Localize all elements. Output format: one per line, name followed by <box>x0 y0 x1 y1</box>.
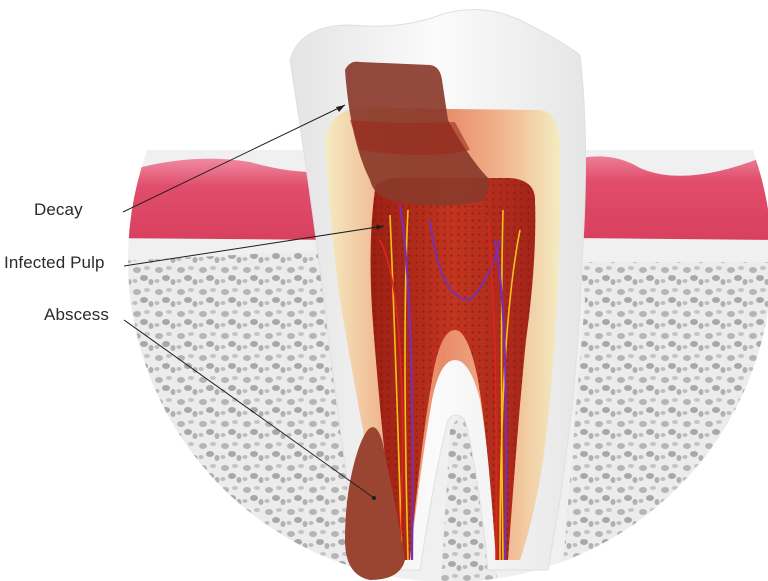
abscess-pointer-dot-icon <box>372 496 376 500</box>
label-decay: Decay <box>34 200 83 219</box>
decay-arrowhead-icon <box>336 105 345 112</box>
abscess-leader-line <box>123 319 375 499</box>
gum-left <box>128 158 342 240</box>
decay-leader-line <box>122 104 346 213</box>
nerves-and-vessels <box>379 204 521 561</box>
label-abscess: Abscess <box>44 305 109 324</box>
pulp-leader-line <box>123 225 385 267</box>
bone-right <box>560 262 768 581</box>
label-infected-pulp: Infected Pulp <box>4 253 105 272</box>
pulp-arrowhead-icon <box>376 225 384 230</box>
leader-lines <box>122 104 385 499</box>
gum-right <box>572 150 768 240</box>
bone-interradicular <box>440 415 500 581</box>
abscess-region <box>345 427 405 580</box>
